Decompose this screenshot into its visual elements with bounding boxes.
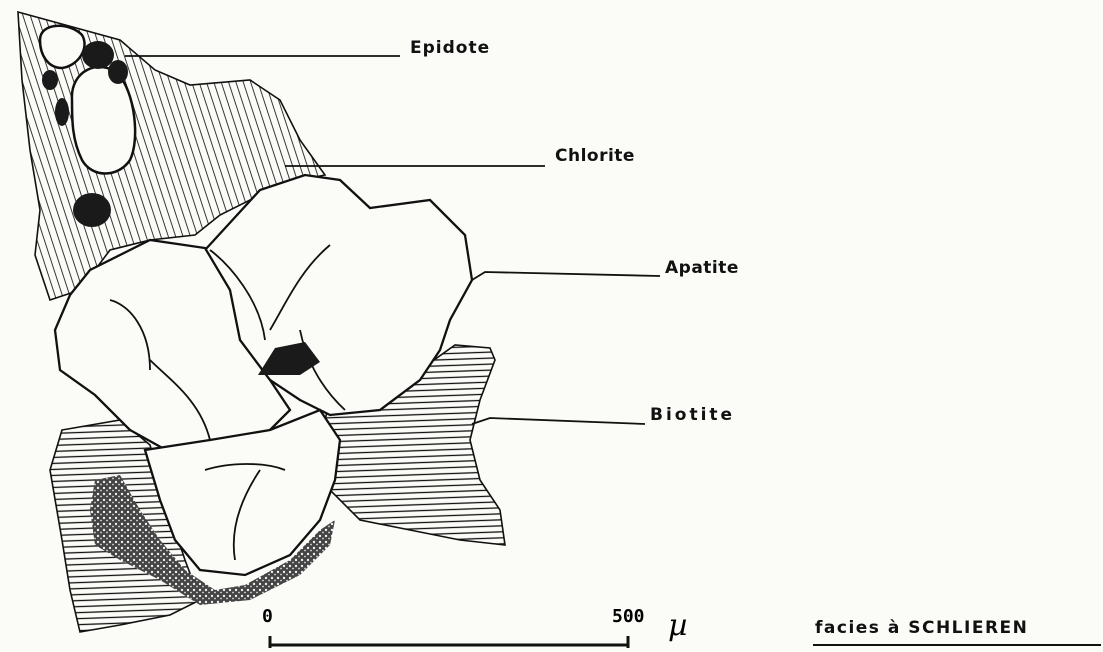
label-biotite: Biotite bbox=[650, 405, 735, 425]
caption-underline bbox=[813, 644, 1101, 646]
figure-caption: facies à SCHLIEREN bbox=[815, 618, 1028, 638]
scale-unit: µ bbox=[668, 608, 688, 643]
epidote-grain-lower bbox=[72, 67, 135, 174]
label-epidote: Epidote bbox=[410, 38, 490, 58]
scale-bar bbox=[270, 636, 628, 648]
scale-end: 500 bbox=[612, 606, 645, 627]
label-chlorite: Chlorite bbox=[555, 146, 635, 166]
label-apatite: Apatite bbox=[665, 258, 739, 278]
scale-start: 0 bbox=[262, 606, 273, 627]
